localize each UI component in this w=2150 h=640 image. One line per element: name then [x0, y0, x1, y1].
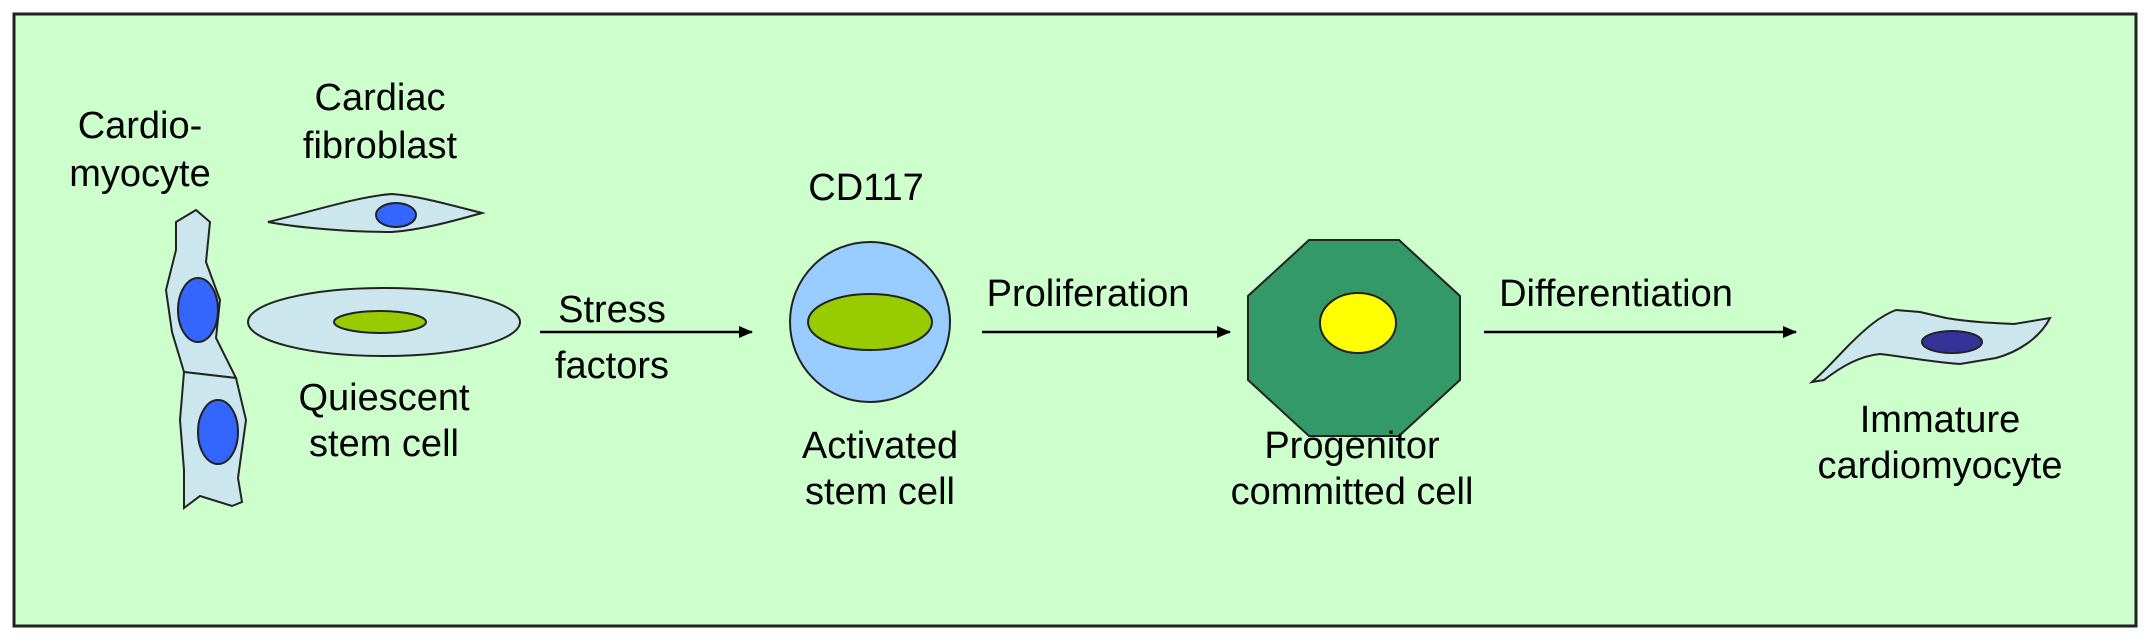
cardiomyocyte-nucleus-lower: [197, 399, 239, 465]
quiescent-stem-cell-label-line2: stem cell: [309, 423, 459, 465]
activated-stem-cell-icon: [789, 241, 951, 403]
differentiation-label: Differentiation: [1499, 273, 1733, 315]
cardiomyocyte-label-line1: Cardio-: [78, 105, 203, 147]
activated-stem-cell-label-line1: Activated: [802, 425, 958, 467]
immature-cardiomyocyte-cell-icon: [1808, 308, 2052, 384]
cardiomyocyte-cell-icon: [164, 208, 248, 510]
immature-cardiomyocyte-nucleus: [1921, 330, 1983, 354]
quiescent-stem-cell-icon: [247, 287, 521, 357]
progenitor-committed-cell-icon: [1247, 239, 1461, 437]
activated-cell-nucleus: [807, 293, 933, 351]
activated-stem-cell-label-line2: stem cell: [805, 471, 955, 513]
quiescent-cell-nucleus: [333, 310, 427, 334]
cardiomyocyte-label-line2: myocyte: [69, 153, 210, 195]
stress-factors-label-line2: factors: [555, 345, 669, 387]
immature-cardiomyocyte-label-line2: cardiomyocyte: [1818, 445, 2063, 487]
cardiac-fibroblast-label-line2: fibroblast: [303, 125, 458, 167]
progenitor-cell-nucleus: [1319, 292, 1397, 354]
fibroblast-body: [267, 192, 486, 234]
cardiac-fibroblast-label-line1: Cardiac: [315, 77, 446, 119]
stress-factors-label-line1: Stress: [558, 289, 666, 331]
cd117-label: CD117: [808, 167, 923, 209]
cardiomyocyte-nucleus-upper: [177, 277, 219, 343]
progenitor-committed-cell-label-line1: Progenitor: [1264, 425, 1440, 467]
fibroblast-nucleus: [375, 202, 417, 228]
immature-cardiomyocyte-label-line1: Immature: [1860, 399, 2020, 441]
progenitor-committed-cell-label-line2: committed cell: [1231, 471, 1474, 513]
cardiac-fibroblast-cell-icon: [267, 192, 486, 234]
proliferation-label: Proliferation: [987, 273, 1190, 315]
quiescent-stem-cell-label-line1: Quiescent: [298, 377, 470, 419]
